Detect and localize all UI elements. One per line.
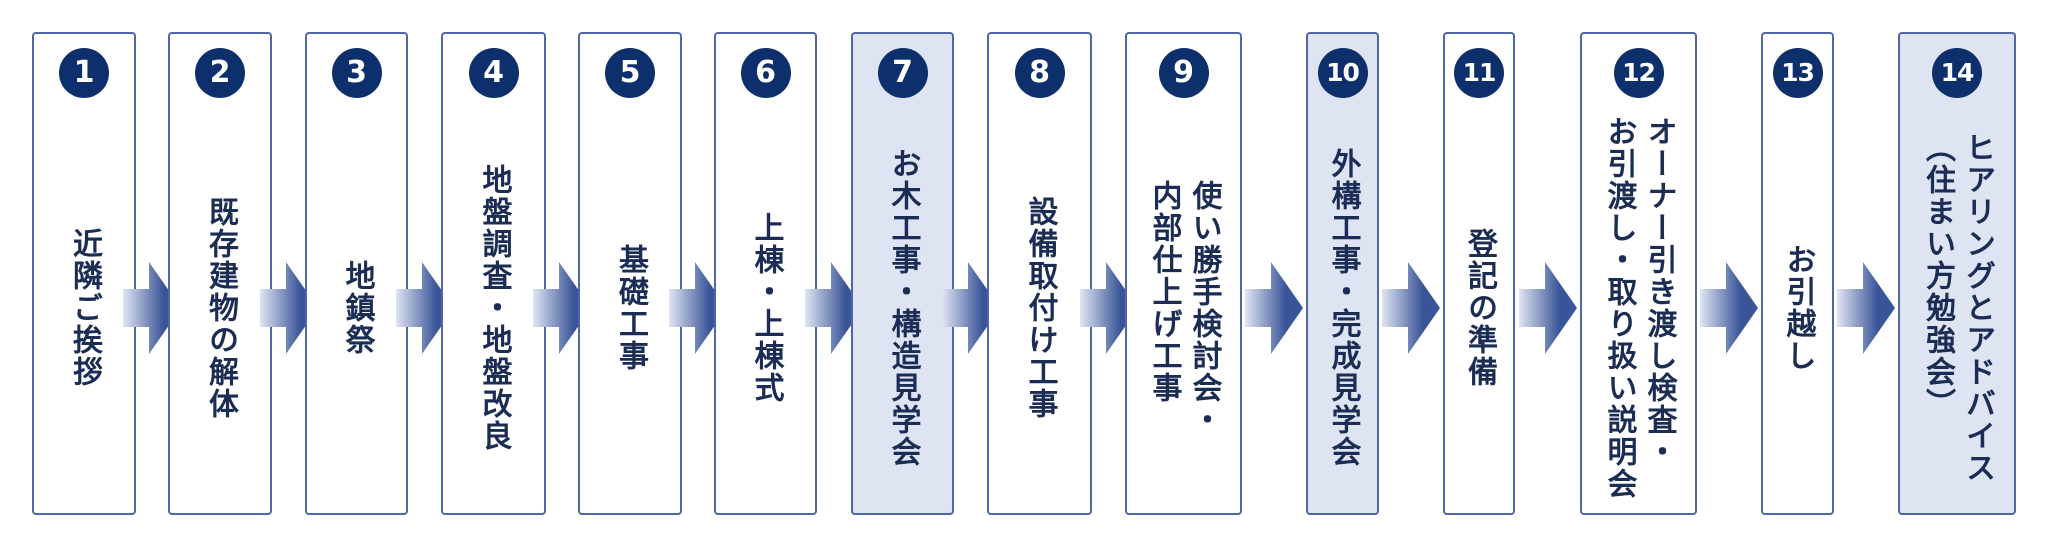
step-number-badge: 7 [877,48,928,98]
step-label: 地鎮祭 [339,259,375,356]
step-label: お木工事・構造見学会 [885,147,921,468]
step-box: 10 外構工事・完成見学会 [1306,32,1379,515]
flow-arrow-icon [805,262,863,354]
step-label-area: ヒアリングとアドバイス （住まい方勉強会） [1900,122,2014,493]
step-label-area: 使い勝手検討会・ 内部仕上げ工事 [1127,122,1240,493]
step-label: ヒアリングとアドバイス （住まい方勉強会） [1920,131,1995,484]
step-box: 5 基礎工事 [578,32,682,515]
step-box: 14 ヒアリングとアドバイス （住まい方勉強会） [1898,32,2016,515]
flow-arrow-icon [123,262,181,354]
step-number-badge: 11 [1454,48,1504,98]
step-box: 2 既存建物の解体 [168,32,272,515]
flow-arrow-icon [259,262,318,354]
flow-arrow-icon [669,262,727,354]
step-label: 登記の準備 [1462,227,1497,388]
flow-arrow-shape [1518,262,1577,354]
step-label: 上棟・上棟式 [748,211,784,404]
step-number-badge: 1 [59,48,109,98]
flow-arrow-shape [259,262,318,354]
step-number-badge: 10 [1317,48,1368,98]
flow-arrow-icon [395,262,454,354]
flow-arrow-icon [1382,262,1440,354]
step-number-badge: 12 [1613,48,1664,98]
step-number-badge: 6 [740,48,791,98]
step-box: 1 近隣ご挨拶 [32,32,136,515]
step-label: 基礎工事 [613,243,648,372]
flow-arrow-icon [533,262,591,354]
step-label-area: 地盤調査・地盤改良 [443,122,544,493]
flow-arrow-shape [805,262,863,354]
step-number-badge: 4 [468,48,519,98]
step-number-badge: 2 [195,48,245,98]
step-box: 12 オーナー引き渡し検査・ お引渡し・取り扱い説明会 [1580,32,1697,515]
flow-arrow-shape [1382,262,1440,354]
step-label: オーナー引き渡し検査・ お引渡し・取り扱い説明会 [1601,115,1677,500]
flow-arrow-shape [123,262,181,354]
flow-arrow-shape [941,262,1000,354]
step-number-badge: 8 [1014,48,1065,98]
step-box: 6 上棟・上棟式 [714,32,817,515]
flow-arrow-shape [1079,262,1138,354]
step-label-area: お木工事・構造見学会 [853,122,952,493]
step-number-badge: 3 [331,48,382,98]
step-label: 地盤調査・地盤改良 [476,163,512,452]
step-box: 3 地鎮祭 [305,32,408,515]
step-label-area: 上棟・上棟式 [716,122,815,493]
step-box: 7 お木工事・構造見学会 [851,32,954,515]
flow-arrow-icon [1079,262,1138,354]
step-label: 設備取付け工事 [1022,195,1058,420]
flow-arrow-shape [1837,262,1895,354]
step-label-area: オーナー引き渡し検査・ お引渡し・取り扱い説明会 [1582,116,1695,500]
step-label-area: 登記の準備 [1445,122,1513,493]
step-number-badge: 9 [1158,48,1209,98]
step-label: 外構工事・完成見学会 [1325,147,1361,468]
step-label-area: 外構工事・完成見学会 [1308,122,1377,493]
flow-arrow-icon [1837,262,1895,354]
flow-arrow-icon [1518,262,1577,354]
step-label: 使い勝手検討会・ 内部仕上げ工事 [1146,179,1222,436]
flow-arrow-icon [1700,262,1758,354]
step-label: お引越し [1780,243,1816,372]
step-box: 13 お引越し [1761,32,1834,515]
step-box: 8 設備取付け工事 [987,32,1092,515]
step-number-badge: 5 [605,48,655,98]
step-label: 近隣ご挨拶 [67,227,102,388]
flow-arrow-shape [669,262,727,354]
step-box: 9 使い勝手検討会・ 内部仕上げ工事 [1125,32,1242,515]
flow-arrow-shape [395,262,454,354]
step-label-area: 近隣ご挨拶 [34,122,134,493]
step-number-badge: 13 [1772,48,1823,98]
step-box: 11 登記の準備 [1443,32,1515,515]
flow-arrow-shape [533,262,591,354]
step-label-area: 既存建物の解体 [170,122,270,493]
step-number-badge: 14 [1932,48,1982,98]
flow-arrow-shape [1700,262,1758,354]
step-label: 既存建物の解体 [203,195,238,420]
flow-arrow-shape [1245,262,1303,354]
step-label-area: お引越し [1763,122,1832,493]
step-label-area: 基礎工事 [580,122,680,493]
flow-arrow-icon [941,262,1000,354]
flow-arrow-icon [1245,262,1303,354]
step-label-area: 設備取付け工事 [989,122,1090,493]
step-box: 4 地盤調査・地盤改良 [441,32,546,515]
step-label-area: 地鎮祭 [307,122,406,493]
